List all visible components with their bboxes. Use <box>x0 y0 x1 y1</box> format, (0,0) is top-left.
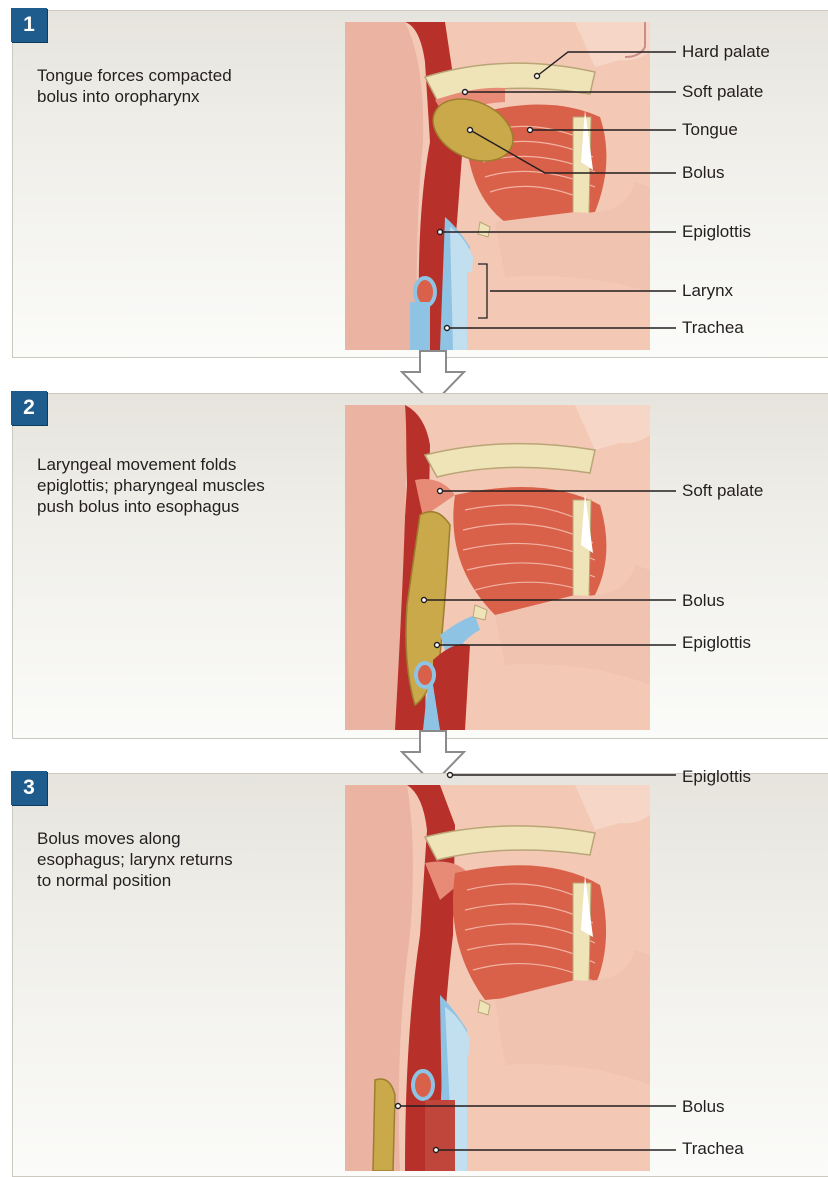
step-1-badge: 1 <box>11 8 47 42</box>
step-1-illustration <box>345 22 650 350</box>
step-1-label-soft-palate: Soft palate <box>682 82 763 102</box>
step-1-description: Tongue forces compacted bolus into oroph… <box>37 65 232 107</box>
step-2-label-bolus: Bolus <box>682 591 725 611</box>
step-2-description: Laryngeal movement folds epiglottis; pha… <box>37 454 265 517</box>
step-2-label-soft-palate: Soft palate <box>682 481 763 501</box>
step-3-illustration <box>345 785 650 1171</box>
step-2-illustration <box>345 405 650 730</box>
step-1-label-larynx: Larynx <box>682 281 733 301</box>
step-3-label-trachea: Trachea <box>682 1139 744 1159</box>
step-3-description: Bolus moves along esophagus; larynx retu… <box>37 828 233 891</box>
step-1-label-bolus: Bolus <box>682 163 725 183</box>
step-1-label-hard-palate: Hard palate <box>682 42 770 62</box>
step-1-label-trachea: Trachea <box>682 318 744 338</box>
step-3-badge: 3 <box>11 771 47 805</box>
step-3-label-bolus: Bolus <box>682 1097 725 1117</box>
step-2-label-epiglottis: Epiglottis <box>682 633 751 653</box>
step-3-label-epiglottis: Epiglottis <box>682 767 751 787</box>
step-2-badge: 2 <box>11 391 47 425</box>
step-1-label-epiglottis: Epiglottis <box>682 222 751 242</box>
step-1-label-tongue: Tongue <box>682 120 738 140</box>
